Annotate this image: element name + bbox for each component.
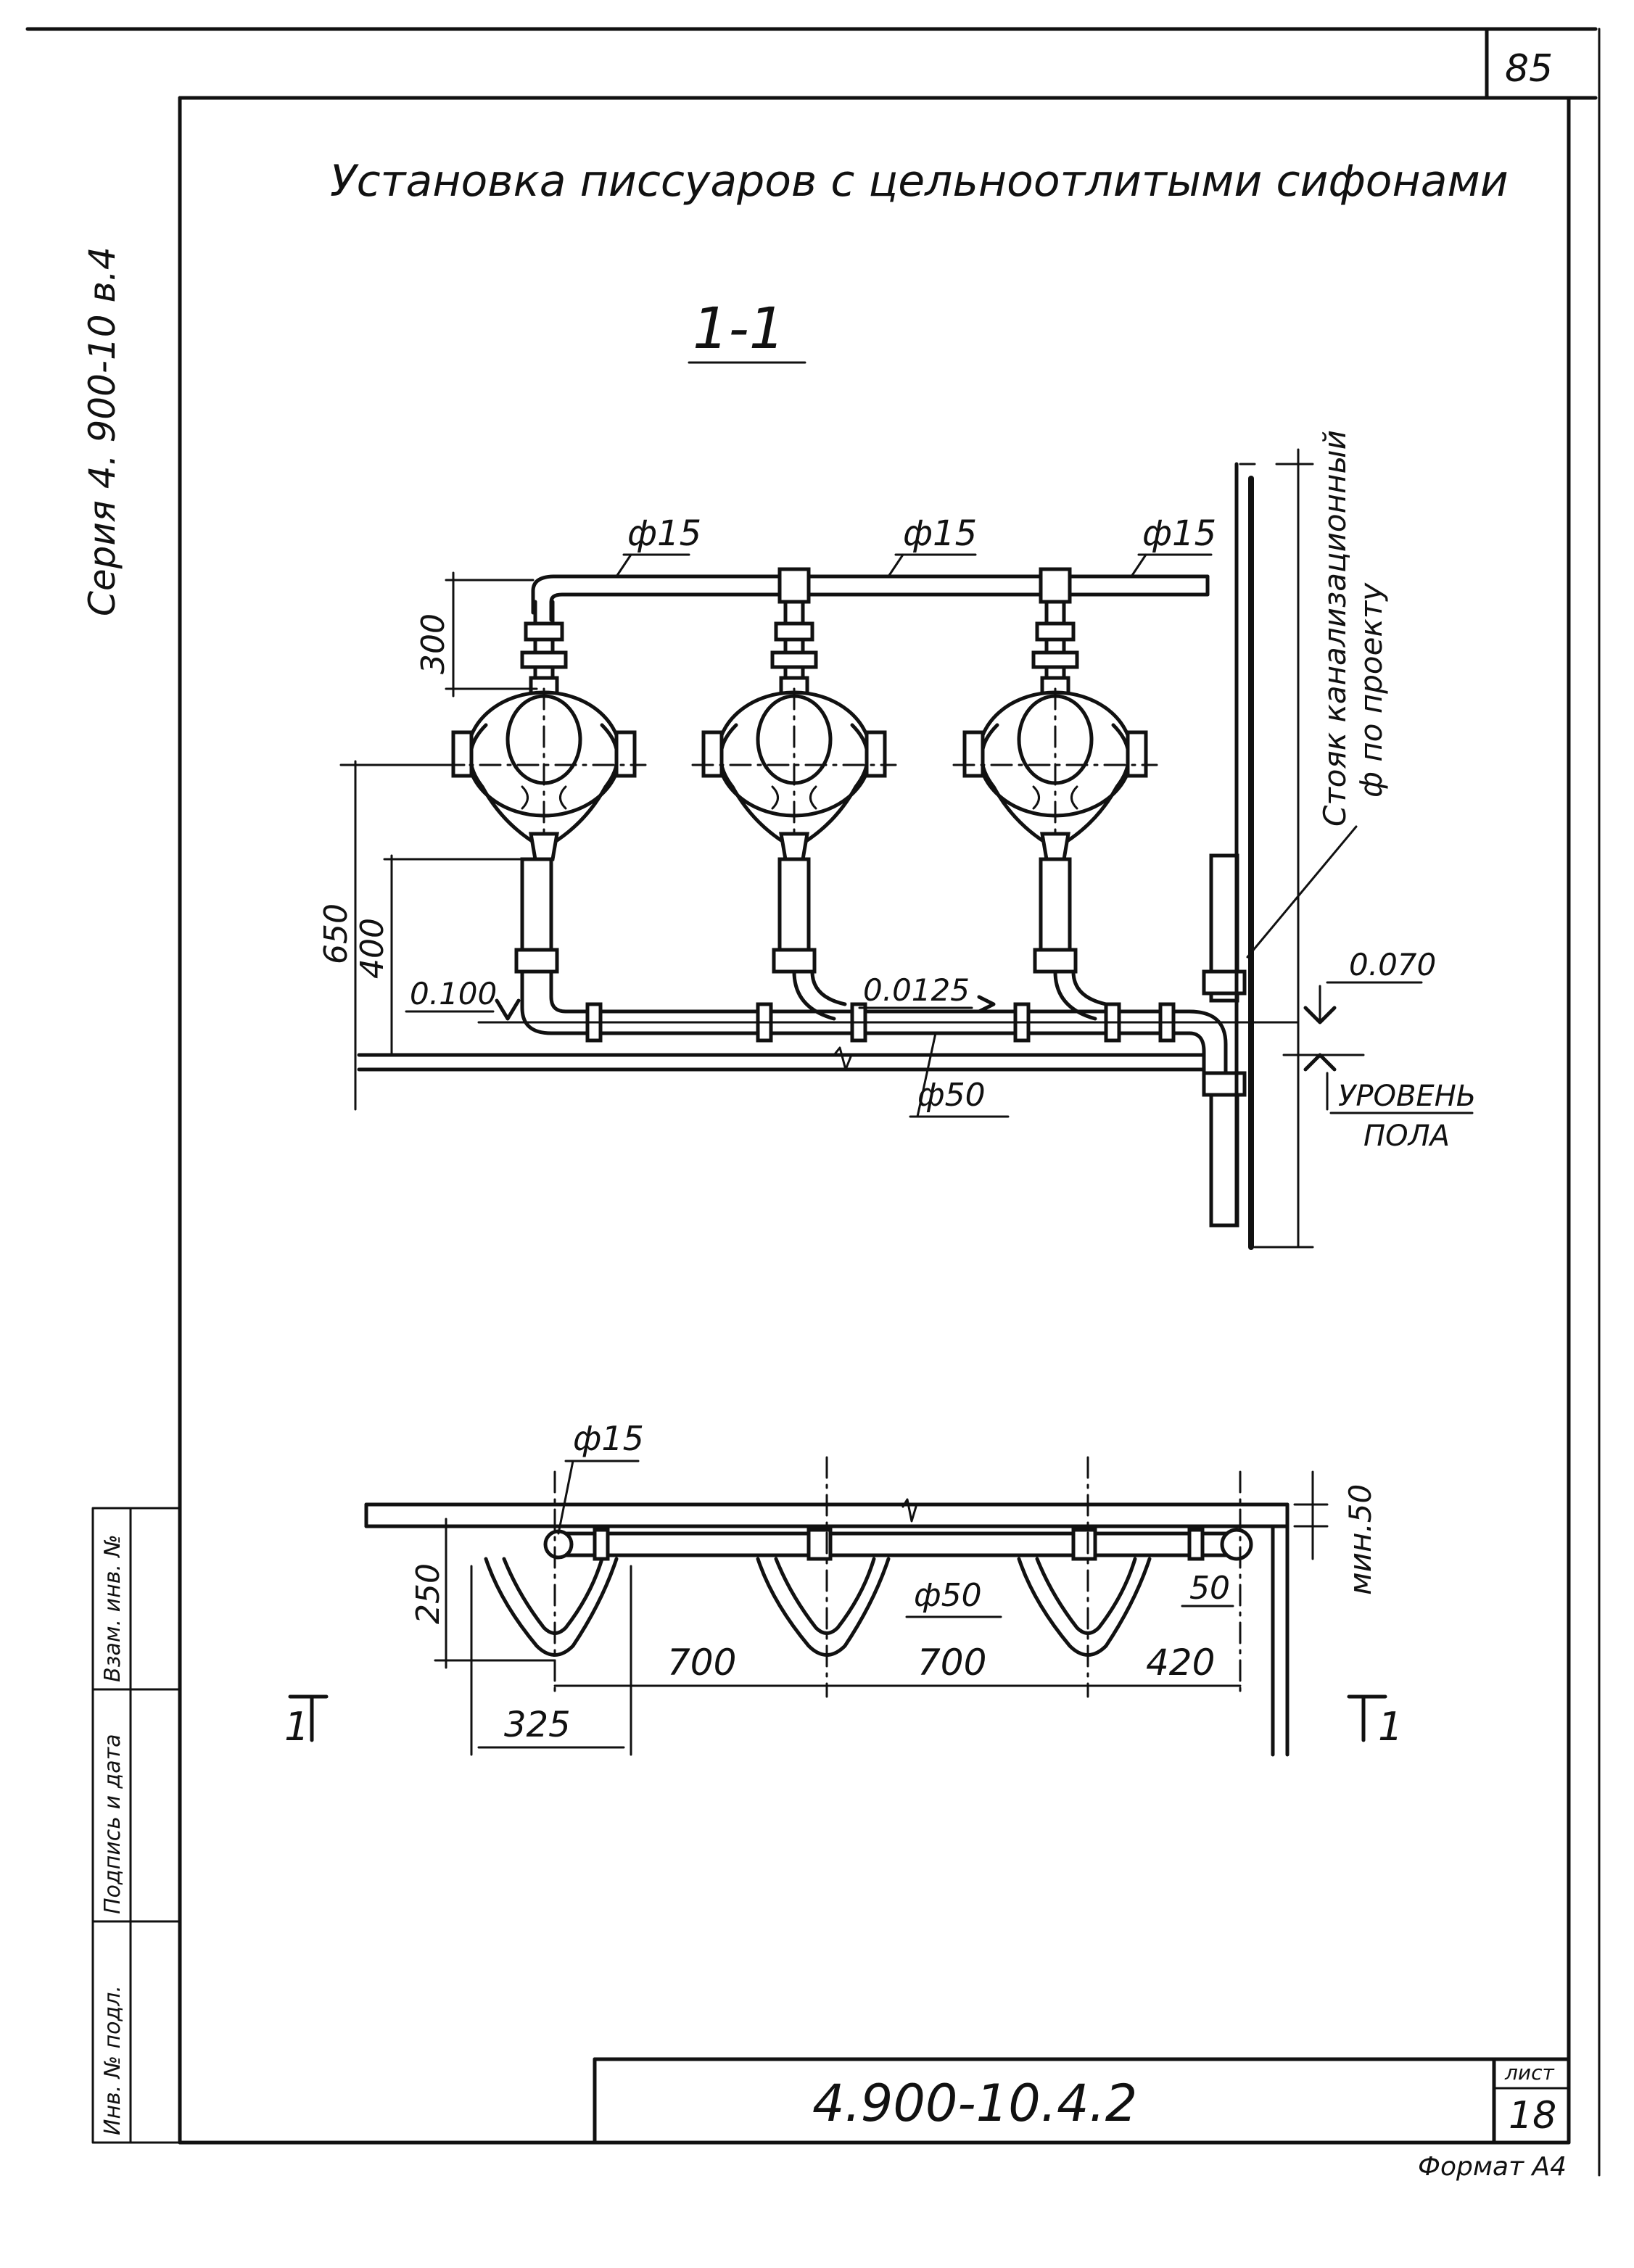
dim-325-label: 325 — [504, 1705, 571, 1745]
plan-pipe-label-top: ф15 — [573, 1419, 644, 1458]
section-label-group: 1-1 — [688, 297, 806, 364]
riser-pipe — [1202, 448, 1314, 1250]
urinal-3-drop — [1033, 857, 1108, 1021]
dim-420-label: 420 — [1146, 1642, 1215, 1684]
sheet-number: 18 — [1509, 2094, 1556, 2137]
level-left-label: 0.100 — [410, 976, 497, 1011]
dim-min50-label: мин.50 — [1342, 1484, 1378, 1595]
urinal-2-drop — [772, 857, 847, 1021]
document-code: 4.900-10.4.2 — [812, 2074, 1137, 2133]
riser-label-1: Стояк канализационный — [1317, 430, 1353, 827]
urinal-elevation-2 — [691, 600, 897, 893]
dim-650-400: 650 400 — [318, 760, 524, 1111]
plan-pipe-label-drain: ф50 — [914, 1577, 982, 1614]
tee-3 — [1039, 567, 1072, 604]
pipe-label-1: ф15 — [627, 513, 701, 554]
title-block — [593, 2057, 1571, 2145]
pipe-label-2: ф15 — [903, 513, 977, 554]
slope-label: 0.0125 — [863, 972, 970, 1008]
dim-650-label: 650 — [318, 903, 355, 964]
dim-250-label: 250 — [410, 1563, 447, 1624]
section-cut-right: 1 — [1347, 1694, 1403, 1750]
series-text: Серия 4. 900-10 в.4 — [81, 247, 123, 616]
dim-50-label: 50 — [1189, 1570, 1230, 1607]
format-label: Формат А4 — [1418, 2152, 1567, 2182]
dim-300: 300 — [415, 571, 538, 698]
elevation-view: ф15 ф15 ф15 — [318, 430, 1476, 1250]
side-stamp: Взам. инв. № Подпись и дата Инв. № подл. — [91, 1507, 181, 2144]
page-number: 85 — [1505, 47, 1553, 91]
drain-pipe — [477, 1002, 1300, 1075]
floor-line — [357, 1046, 1206, 1072]
tee-2 — [777, 567, 811, 604]
stamp-cell-3: Взам. инв. № — [100, 1534, 125, 1682]
riser-label-2: ф по проекту — [1353, 582, 1389, 798]
dim-700a-label: 700 — [667, 1642, 736, 1684]
urinal-plan-3 — [1017, 1557, 1152, 1657]
cut-right-label: 1 — [1378, 1704, 1403, 1750]
section-cut-left: 1 — [284, 1694, 329, 1750]
dim-700b-label: 700 — [917, 1642, 986, 1684]
plan-view: ф15 ф50 250 325 700 700 420 50 мин.50 — [284, 1419, 1403, 1757]
urinal-elevation-3 — [952, 600, 1158, 893]
section-label: 1-1 — [693, 297, 785, 362]
pipe-label-3: ф15 — [1142, 513, 1216, 554]
stamp-cell-2: Подпись и дата — [100, 1734, 125, 1915]
sheet-label: лист — [1504, 2061, 1554, 2085]
dim-300-label: 300 — [415, 613, 452, 674]
urinal-1-drop — [514, 857, 582, 1035]
cut-left-label: 1 — [284, 1704, 309, 1750]
drawing-title: Установка писсуаров с цельноотлитыми сиф… — [330, 156, 1509, 207]
supply-pipe-top — [531, 574, 1210, 622]
floor-label-2: ПОЛА — [1363, 1119, 1450, 1153]
urinal-elevation-1 — [441, 600, 647, 893]
level-right-label: 0.070 — [1349, 947, 1436, 982]
urinal-plan-2 — [756, 1557, 891, 1657]
stamp-cell-1: Инв. № подл. — [100, 1985, 125, 2135]
floor-label-1: УРОВЕНЬ — [1338, 1080, 1476, 1113]
sheet-frame — [25, 27, 1601, 2177]
drain-label: ф50 — [917, 1077, 986, 1114]
drain-pipe-plan — [543, 1528, 1253, 1561]
urinal-plan-1 — [484, 1557, 619, 1657]
dim-400-label: 400 — [354, 918, 391, 979]
